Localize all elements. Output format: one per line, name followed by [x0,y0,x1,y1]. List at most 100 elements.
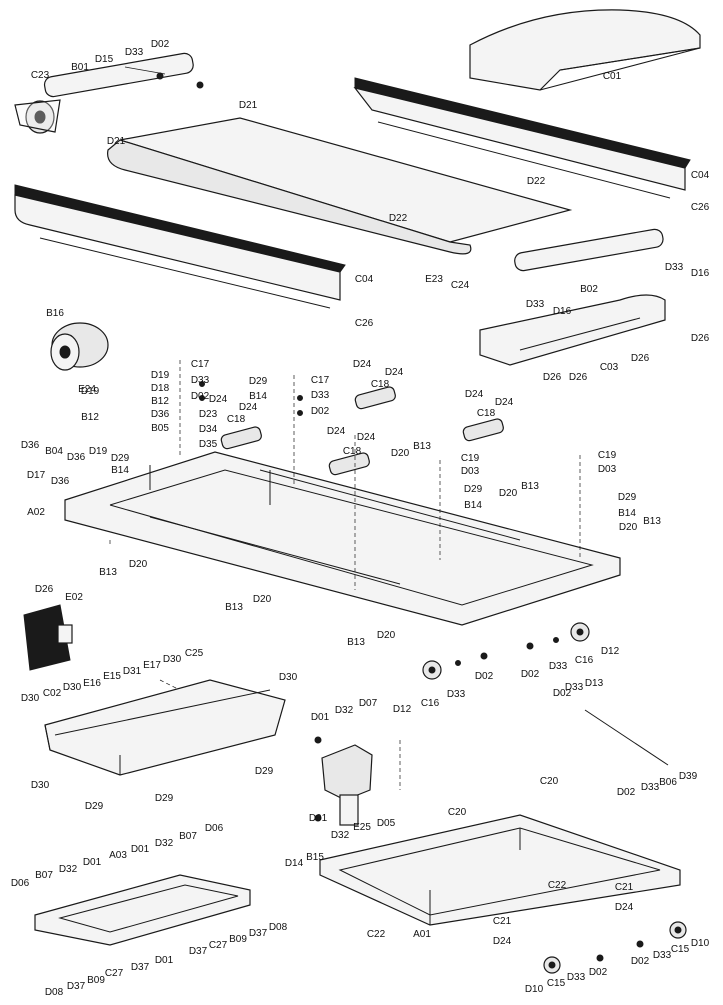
part-label-d33: D33 [653,950,672,961]
part-label-d29: D29 [255,766,274,777]
part-label-d20: D20 [619,522,638,533]
part-label-d33: D33 [526,299,545,310]
controller-box-part [23,604,73,671]
part-label-e15: E15 [103,671,121,682]
part-label-d36: D36 [51,476,70,487]
part-label-d24: D24 [465,389,484,400]
lift-arm-part [584,709,669,766]
rear-end-cap-part [479,294,666,366]
part-label-d24: D24 [209,394,228,405]
part-label-d26: D26 [691,333,710,344]
part-label-a01: A01 [413,929,431,940]
part-label-d14: D14 [285,858,304,869]
running-deck-part [107,117,573,255]
part-label-d02: D02 [521,669,540,680]
part-label-d29: D29 [464,484,483,495]
part-label-b16: B16 [46,308,64,319]
part-label-d37: D37 [249,928,268,939]
part-label-d35: D35 [199,439,218,450]
part-label-d01: D01 [311,712,330,723]
part-label-d32: D32 [331,830,350,841]
part-label-d23: D23 [199,409,218,420]
part-label-d33: D33 [447,689,466,700]
part-label-d30: D30 [163,654,182,665]
part-label-d30: D30 [21,693,40,704]
part-label-c15: C15 [671,944,690,955]
part-label-d07: D07 [359,698,378,709]
part-label-c18: C18 [343,446,362,457]
part-label-c23: C23 [31,70,50,81]
part-label-d32: D32 [335,705,354,716]
part-label-c02: C02 [43,688,62,699]
part-label-d29: D29 [111,453,130,464]
part-label-b12: B12 [81,412,99,423]
part-label-d21: D21 [107,136,126,147]
part-label-c20: C20 [448,807,467,818]
part-label-c17: C17 [191,359,210,370]
part-label-d20: D20 [391,448,410,459]
motor-cover-part [469,9,701,91]
part-label-b13: B13 [413,441,431,452]
part-label-d39: D39 [679,771,698,782]
part-label-d19: D19 [81,386,100,397]
part-label-d33: D33 [125,47,144,58]
part-label-d02: D02 [151,39,170,50]
part-label-d05: D05 [377,818,396,829]
part-label-d26: D26 [569,372,588,383]
part-label-b13: B13 [521,481,539,492]
part-label-e16: E16 [83,678,101,689]
part-label-d33: D33 [191,375,210,386]
part-label-d01: D01 [309,813,328,824]
part-label-d37: D37 [131,962,150,973]
part-label-d36: D36 [21,440,40,451]
part-label-e25: E25 [353,822,371,833]
part-label-d33: D33 [665,262,684,273]
part-label-b06: B06 [659,777,677,788]
part-label-d33: D33 [549,661,568,672]
part-label-d37: D37 [67,981,86,992]
part-label-b13: B13 [643,516,661,527]
part-label-d32: D32 [59,864,78,875]
part-label-d10: D10 [691,938,710,949]
part-label-b14: B14 [111,465,129,476]
part-label-d19: D19 [151,370,170,381]
part-label-d02: D02 [617,787,636,798]
part-label-d01: D01 [131,844,150,855]
side-rail-right-part [353,77,691,199]
part-label-d03: D03 [598,464,617,475]
main-frame-part [64,451,621,626]
part-label-d30: D30 [279,672,298,683]
part-label-e02: E02 [65,592,83,603]
part-label-e23: E23 [425,274,443,285]
part-label-d06: D06 [11,878,30,889]
assembly-lines [109,360,581,790]
part-label-c18: C18 [227,414,246,425]
part-label-c04: C04 [355,274,374,285]
part-label-d29: D29 [85,801,104,812]
part-label-d21: D21 [239,100,258,111]
part-label-d22: D22 [389,213,408,224]
part-label-d08: D08 [269,922,288,933]
part-label-d36: D36 [67,452,86,463]
part-label-c22: C22 [367,929,386,940]
part-label-b14: B14 [464,500,482,511]
part-label-c15: C15 [547,978,566,989]
part-label-d20: D20 [253,594,272,605]
part-label-c27: C27 [209,940,228,951]
part-label-c21: C21 [615,882,634,893]
part-label-d30: D30 [63,682,82,693]
part-label-c17: C17 [311,375,330,386]
part-label-a03: A03 [109,850,127,861]
part-label-d06: D06 [205,823,224,834]
part-label-d01: D01 [155,955,174,966]
part-label-d29: D29 [249,376,268,387]
side-rail-left-part [14,184,346,309]
part-label-c26: C26 [691,202,710,213]
part-label-c04: C04 [691,170,710,181]
part-label-d02: D02 [553,688,572,699]
part-label-d33: D33 [311,390,330,401]
part-label-d29: D29 [618,492,637,503]
part-label-c19: C19 [598,450,617,461]
part-label-c27: C27 [105,968,124,979]
